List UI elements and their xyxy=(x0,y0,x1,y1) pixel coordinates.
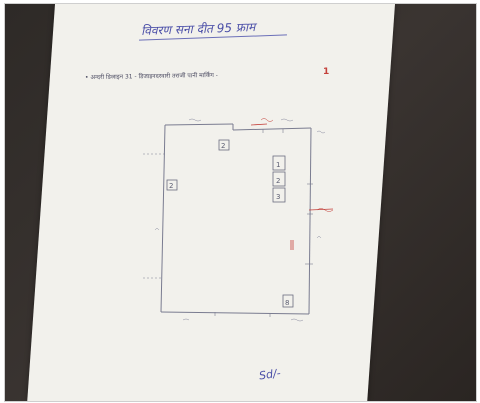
paper-sheet: विवरण सना दीत 95 फ्राम • अन्दरी डिजाइन 3… xyxy=(27,4,396,401)
scribble-left xyxy=(154,228,160,231)
red-mark-top xyxy=(250,123,268,126)
plan-wall-top-right xyxy=(232,127,312,131)
marker-left-text: 2 xyxy=(169,182,173,190)
marker-bottom-text: 8 xyxy=(285,299,289,307)
scribble-bottom-right xyxy=(290,318,304,322)
scribble-red-right xyxy=(316,208,334,212)
label-box-3 xyxy=(272,187,286,203)
scribble-red-top xyxy=(260,118,274,122)
marker-top-text: 2 xyxy=(221,142,225,150)
photo-frame: विवरण सना दीत 95 फ्राम • अन्दरी डिजाइन 3… xyxy=(4,3,477,402)
plan-wall-top-left xyxy=(164,123,234,126)
plan-wall-bottom xyxy=(160,311,310,315)
plan-wall-right xyxy=(308,127,312,315)
marker-box-top xyxy=(218,139,230,151)
scribble-top-left xyxy=(188,118,202,122)
scribble-bottom-left xyxy=(182,318,190,321)
label-box-3-text: 3 xyxy=(276,193,280,201)
red-mark-right xyxy=(308,208,334,211)
marker-box-bottom xyxy=(282,294,294,308)
label-box-2-text: 2 xyxy=(276,177,280,185)
plan-wall-left xyxy=(160,124,166,313)
label-box-1-text: 1 xyxy=(276,161,280,169)
scribble-right-mid xyxy=(316,236,322,239)
scribble-top-right xyxy=(280,118,294,122)
floor-plan: 1 2 3 2 2 8 xyxy=(143,118,334,322)
marker-box-left xyxy=(166,179,178,191)
paper-content: विवरण सना दीत 95 फ्राम • अन्दरी डिजाइन 3… xyxy=(55,4,395,401)
scribble-right-top xyxy=(316,130,326,134)
label-box-2 xyxy=(272,171,286,187)
label-box-1 xyxy=(272,155,286,171)
